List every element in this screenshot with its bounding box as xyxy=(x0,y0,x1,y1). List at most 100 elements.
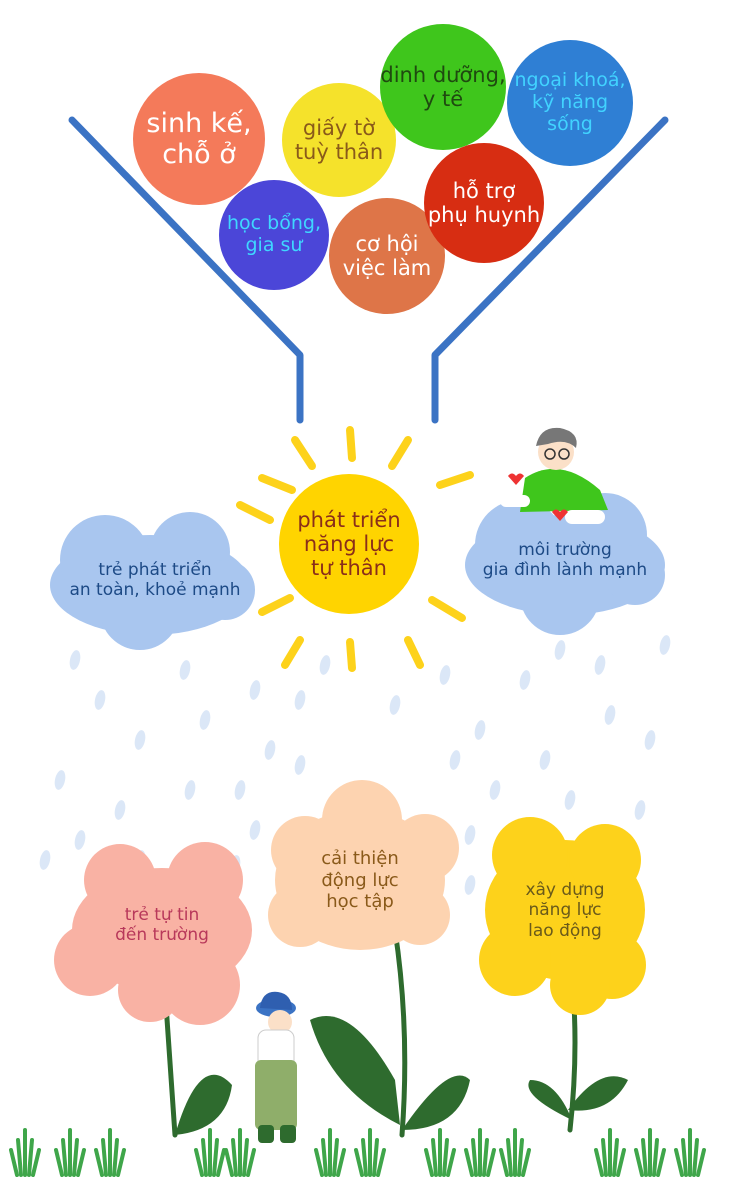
rain-drop xyxy=(604,705,616,725)
rain-drop xyxy=(489,780,501,800)
rain-drop xyxy=(594,655,606,675)
grass-blade xyxy=(681,1138,688,1177)
grass xyxy=(9,1128,706,1177)
rain-drop xyxy=(519,670,531,690)
grass-blade xyxy=(231,1138,238,1177)
grass-blade xyxy=(61,1138,68,1177)
grass-blade xyxy=(656,1148,666,1177)
grass-blade xyxy=(376,1148,386,1177)
grass-blade xyxy=(431,1138,438,1177)
grass-blade xyxy=(601,1138,608,1177)
grass-blade xyxy=(471,1138,478,1177)
grass-blade xyxy=(692,1138,699,1177)
grass-blade xyxy=(112,1138,119,1177)
rain-drop xyxy=(439,665,451,685)
rain-drop xyxy=(74,830,86,850)
grass-blade xyxy=(27,1138,34,1177)
grass-blade xyxy=(332,1138,339,1177)
funnel-item-identity-papers: giấy tờ tuỳ thân xyxy=(282,83,396,197)
rain-drop xyxy=(449,750,461,770)
rain-drops xyxy=(39,635,671,895)
flower-peach-petals xyxy=(268,780,459,950)
grass-blade xyxy=(464,1148,474,1177)
rain-drop xyxy=(554,640,566,660)
rain-drop xyxy=(234,780,246,800)
grass-blade xyxy=(517,1138,524,1177)
grass-blade xyxy=(482,1138,489,1177)
grass-blade xyxy=(194,1148,204,1177)
flower-label-labor-skills: xây dựng năng lực lao động xyxy=(525,880,605,941)
funnel xyxy=(68,116,669,424)
grass-blade xyxy=(116,1148,126,1177)
rain-drop xyxy=(294,755,306,775)
rain-drop xyxy=(294,690,306,710)
cloud-left-shape xyxy=(50,512,255,650)
flower-label-motivation: cải thiện động lực học tập xyxy=(321,848,399,913)
grass-blade xyxy=(521,1148,531,1177)
grass-blade xyxy=(201,1138,208,1177)
grass-blade xyxy=(361,1138,368,1177)
grass-blade xyxy=(486,1148,496,1177)
flower-label-confidence: trẻ tự tin đến trường xyxy=(115,905,209,946)
rain-drop xyxy=(249,680,261,700)
gardener-illustration xyxy=(255,991,297,1143)
rain-drop xyxy=(644,730,656,750)
rain-drop xyxy=(539,750,551,770)
rain-drop xyxy=(199,710,211,730)
rain-drop xyxy=(634,800,646,820)
funnel-item-parent-support: hỗ trợ phụ huynh xyxy=(424,143,544,263)
grass-blade xyxy=(224,1148,234,1177)
grass-blade xyxy=(31,1148,41,1177)
rain-drop xyxy=(54,770,66,790)
grass-blade xyxy=(76,1148,86,1177)
grass-blade xyxy=(16,1138,23,1177)
grass-blade xyxy=(72,1138,79,1177)
rain-drop xyxy=(179,660,191,680)
rain-drop xyxy=(114,800,126,820)
funnel-item-nutrition-health: dinh dưỡng, y tế xyxy=(380,24,506,150)
grass-blade xyxy=(94,1148,104,1177)
grass-blade xyxy=(652,1138,659,1177)
cloud-right-shape xyxy=(465,493,665,635)
grass-blade xyxy=(246,1148,256,1177)
grass-blade xyxy=(54,1148,64,1177)
grass-blade xyxy=(336,1148,346,1177)
grass-blade xyxy=(321,1138,328,1177)
rain-drop xyxy=(94,690,106,710)
funnel-item-extracurricular: ngoại khoá, kỹ năng sống xyxy=(507,40,633,166)
grass-blade xyxy=(212,1138,219,1177)
grass-blade xyxy=(354,1148,364,1177)
grass-blade xyxy=(372,1138,379,1177)
grass-blade xyxy=(446,1148,456,1177)
rain-drop xyxy=(69,650,81,670)
rain-drop xyxy=(249,820,261,840)
rain-drop xyxy=(264,740,276,760)
rain-drop xyxy=(474,720,486,740)
grass-blade xyxy=(101,1138,108,1177)
rain-drop xyxy=(184,780,196,800)
grass-blade xyxy=(424,1148,434,1177)
grass-blade xyxy=(442,1138,449,1177)
cloud-right-label: môi trường gia đình lành mạnh xyxy=(482,540,648,581)
rain-drop xyxy=(319,655,331,675)
grass-blade xyxy=(499,1148,509,1177)
flower-pink-petals xyxy=(54,842,252,1025)
rain-drop xyxy=(659,635,671,655)
person-on-cloud-illustration xyxy=(500,427,608,524)
rain-drop xyxy=(134,730,146,750)
grass-blade xyxy=(641,1138,648,1177)
funnel-item-livelihood: sinh kế, chỗ ở xyxy=(133,73,265,205)
cloud-left-label: trẻ phát triển an toàn, khoẻ mạnh xyxy=(69,560,241,601)
grass-blade xyxy=(674,1148,684,1177)
grass-blade xyxy=(696,1148,706,1177)
grass-blade xyxy=(9,1148,19,1177)
grass-blade xyxy=(634,1148,644,1177)
grass-blade xyxy=(216,1148,226,1177)
grass-blade xyxy=(314,1148,324,1177)
grass-blade xyxy=(242,1138,249,1177)
sun-center: phát triển năng lực tự thân xyxy=(279,474,419,614)
rain-drop xyxy=(39,850,51,870)
rain-drop xyxy=(389,695,401,715)
